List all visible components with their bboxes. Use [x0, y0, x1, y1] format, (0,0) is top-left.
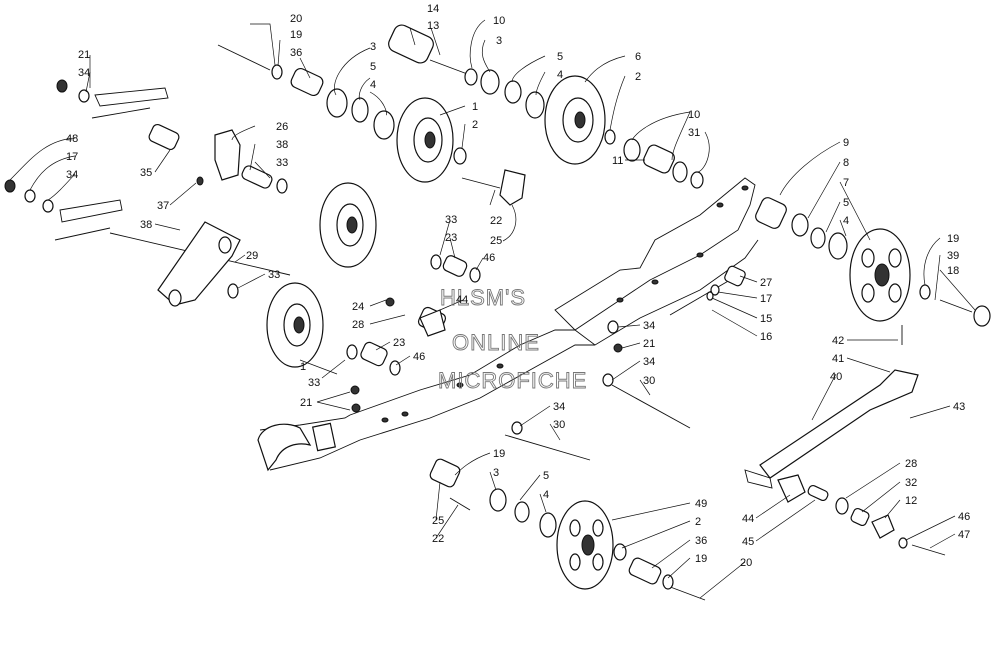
callout-9: 9 [843, 137, 849, 149]
callout-20: 20 [740, 557, 752, 569]
callout-3: 3 [496, 35, 502, 47]
callout-39: 39 [947, 250, 959, 262]
callout-19: 19 [493, 448, 505, 460]
callout-46: 46 [483, 252, 495, 264]
watermark-line-3: MICROFICHE [438, 368, 587, 393]
callout-22: 22 [432, 533, 444, 545]
callout-44: 44 [742, 513, 754, 525]
callout-10: 10 [688, 109, 700, 121]
callout-21: 21 [643, 338, 655, 350]
callout-28: 28 [352, 319, 364, 331]
callout-34: 34 [66, 169, 78, 181]
callout-32: 32 [905, 477, 917, 489]
watermark-line-1: HLSM'S [440, 285, 526, 310]
watermark-line-2: ONLINE [452, 330, 540, 355]
callout-labels: 20 19 36 14 13 10 3 3 5 4 5 4 6 2 1 2 10… [66, 3, 970, 569]
callout-34: 34 [553, 401, 565, 413]
callout-4: 4 [843, 215, 849, 227]
callout-22: 22 [490, 215, 502, 227]
callout-33: 33 [445, 214, 457, 226]
callout-17: 17 [66, 151, 78, 163]
callout-23: 23 [393, 337, 405, 349]
callout-19: 19 [290, 29, 302, 41]
callout-12: 12 [905, 495, 917, 507]
callout-23: 23 [445, 232, 457, 244]
callout-26: 26 [276, 121, 288, 133]
idler-wheels [266, 75, 911, 590]
callout-42: 42 [832, 335, 844, 347]
callout-5: 5 [370, 61, 376, 73]
callout-4: 4 [370, 79, 376, 91]
callout-6: 6 [635, 51, 641, 63]
callout-2: 2 [472, 119, 478, 131]
callout-13: 13 [427, 20, 439, 32]
callout-21: 21 [78, 49, 90, 61]
callout-27: 27 [760, 277, 772, 289]
callout-36: 36 [695, 535, 707, 547]
callout-33: 33 [268, 269, 280, 281]
callout-14: 14 [427, 3, 439, 15]
callout-31: 31 [688, 127, 700, 139]
callout-29: 29 [246, 250, 258, 262]
callout-2: 2 [695, 516, 701, 528]
callout-11: 11 [612, 155, 623, 167]
callout-19: 19 [695, 553, 707, 565]
callout-28: 28 [905, 458, 917, 470]
callout-16: 16 [760, 331, 772, 343]
callout-46: 46 [413, 351, 425, 363]
leader-lines [9, 19, 976, 599]
callout-43: 43 [953, 401, 965, 413]
spacers-and-bearings [4, 24, 991, 590]
callout-2: 2 [635, 71, 641, 83]
callout-21: 21 [300, 397, 312, 409]
callout-20: 20 [290, 13, 302, 25]
callout-17: 17 [760, 293, 772, 305]
callout-46: 46 [958, 511, 970, 523]
callout-38: 38 [276, 139, 288, 151]
callout-15: 15 [760, 313, 772, 325]
callout-25: 25 [490, 235, 502, 247]
callout-35: 35 [140, 167, 152, 179]
callout-10: 10 [493, 15, 505, 27]
callout-44: 44 [456, 294, 468, 306]
shafts [109, 44, 973, 601]
callout-45: 45 [742, 536, 754, 548]
callout-41: 41 [832, 353, 844, 365]
callout-34: 34 [643, 356, 655, 368]
callout-34: 34 [643, 320, 655, 332]
callout-49: 49 [695, 498, 707, 510]
callout-30: 30 [553, 419, 565, 431]
callout-36: 36 [290, 47, 302, 59]
callout-3: 3 [370, 41, 376, 53]
callout-4: 4 [557, 69, 563, 81]
callout-47: 47 [958, 529, 970, 541]
callout-3: 3 [493, 467, 499, 479]
callout-8: 8 [843, 157, 849, 169]
callout-5: 5 [557, 51, 563, 63]
callout-25: 25 [432, 515, 444, 527]
callout-38: 38 [140, 219, 152, 231]
watermark: HLSM'S ONLINE MICROFICHE [438, 285, 587, 394]
callout-37: 37 [157, 200, 169, 212]
callout-1: 1 [300, 361, 306, 373]
slide-rails [54, 87, 759, 472]
callout-5: 5 [843, 197, 849, 209]
callout-34: 34 [78, 67, 90, 79]
callout-1: 1 [472, 101, 478, 113]
callout-30: 30 [643, 375, 655, 387]
callout-48: 48 [66, 133, 78, 145]
callout-7: 7 [843, 177, 849, 189]
callout-19: 19 [947, 233, 959, 245]
callout-33: 33 [308, 377, 320, 389]
callout-5: 5 [543, 470, 549, 482]
callout-24: 24 [352, 301, 364, 313]
callout-40: 40 [830, 371, 842, 383]
torque-arm [744, 369, 919, 489]
callout-18: 18 [947, 265, 959, 277]
callout-33: 33 [276, 157, 288, 169]
callout-4: 4 [543, 489, 549, 501]
